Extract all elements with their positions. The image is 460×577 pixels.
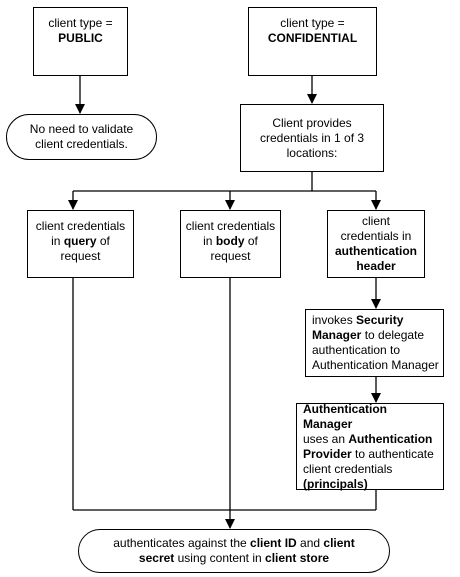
node-authentication-manager: Authentication Manager uses an Authentic…	[296, 401, 444, 491]
node-authmgr-text-to: to authenticate	[351, 446, 434, 461]
node-final-client-id: client ID	[250, 536, 297, 550]
node-security-keyword1: Security	[356, 313, 404, 327]
node-client-type-public: client type = PUBLIC	[33, 7, 128, 76]
node-final-text1: authenticates against the	[113, 536, 251, 550]
node-client-type-confidential: client type = CONFIDENTIAL	[248, 7, 377, 76]
node-authmgr-paren-close: )	[363, 476, 368, 491]
node-provides-line2: credentials in 1 of 3	[259, 130, 365, 145]
node-body-text-of: of	[244, 234, 258, 248]
node-provides-line1: Client provides	[272, 115, 352, 130]
node-header-line1: client	[361, 214, 390, 228]
node-authenticates-against-client-store: authenticates against the client ID and …	[78, 529, 390, 573]
node-security-text-invokes: invokes	[312, 313, 357, 327]
node-provides-line3: locations:	[286, 145, 338, 160]
node-security-line3: authentication to	[312, 343, 401, 357]
node-body-keyword: body	[215, 234, 245, 248]
node-no-need-to-validate: No need to validate client credentials.	[6, 114, 157, 160]
node-authmgr-text-uses: uses an	[303, 431, 349, 446]
node-authmgr-keyword2: Provider	[303, 446, 352, 461]
node-body-line3: request	[210, 249, 251, 263]
node-credentials-in-query: client credentials in query of request	[27, 210, 134, 278]
node-invokes-security-manager: invokes Security Manager to delegate aut…	[305, 309, 444, 377]
node-authmgr-line1: Authentication Manager	[303, 401, 387, 431]
node-final-client-store: client store	[265, 551, 330, 565]
node-credentials-in-body: client credentials in body of request	[180, 210, 281, 278]
node-query-line3: request	[60, 249, 101, 263]
node-final-text3: using content in	[174, 551, 266, 565]
node-query-line1: client credentials	[35, 219, 126, 233]
node-final-secret: secret	[138, 551, 175, 565]
node-final-client: client	[323, 536, 355, 550]
node-authmgr-keyword3: principals	[307, 476, 364, 491]
node-body-text-in: in	[203, 234, 216, 248]
node-security-text-delegate: to delegate	[361, 328, 425, 342]
node-header-line3: authentication	[334, 244, 417, 258]
node-header-line4: header	[356, 259, 396, 273]
node-authmgr-paren-open: (	[303, 476, 307, 491]
node-public-line1: client type =	[48, 16, 113, 30]
node-query-keyword: query	[63, 234, 97, 248]
node-security-keyword2: Manager	[312, 328, 362, 342]
node-credentials-in-header: client credentials in authentication hea…	[327, 210, 425, 278]
node-novalidate-line2: client credentials.	[35, 137, 128, 151]
node-header-line2: credentials in	[340, 229, 412, 243]
node-authmgr-keyword1: Authentication	[348, 431, 433, 446]
node-client-provides-credentials: Client provides credentials in 1 of 3 lo…	[240, 104, 384, 172]
node-authmgr-line4: client credentials	[303, 461, 393, 476]
node-confidential-line1: client type =	[280, 16, 345, 30]
node-query-text-of: of	[96, 234, 110, 248]
node-body-line1: client credentials	[185, 219, 276, 233]
node-public-line2: PUBLIC	[58, 31, 103, 45]
node-confidential-line2: CONFIDENTIAL	[267, 31, 358, 45]
node-security-line4: Authentication Manager	[312, 358, 439, 372]
node-query-text-in: in	[51, 234, 64, 248]
node-novalidate-line1: No need to validate	[29, 122, 134, 136]
node-final-text2: and	[296, 536, 324, 550]
